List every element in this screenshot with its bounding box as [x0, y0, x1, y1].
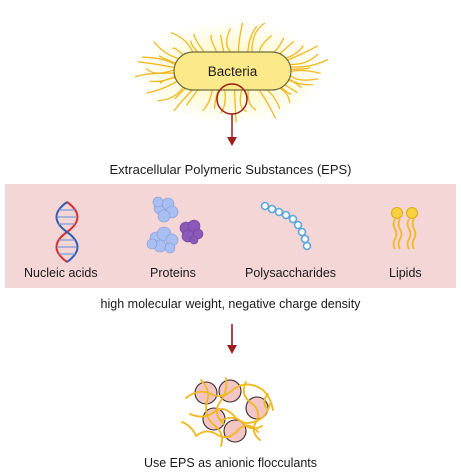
properties-text: high molecular weight, negative charge d… — [100, 297, 361, 311]
filament — [251, 22, 266, 54]
proteins-icon — [146, 196, 204, 254]
bacteria-illustration — [134, 20, 329, 146]
application-text: Use EPS as anionic flocculants — [143, 456, 317, 470]
filament — [225, 28, 232, 53]
arrow-head-2 — [227, 345, 237, 354]
filament — [247, 25, 258, 54]
filament — [137, 61, 176, 69]
filament — [210, 34, 218, 54]
eps-title: Extracellular Polymeric Substances (EPS) — [109, 162, 352, 177]
component-label-nucleic-acids: Nucleic acids — [24, 266, 98, 280]
flocculant-illustration — [181, 324, 274, 447]
filament — [289, 67, 310, 70]
bacteria-label: Bacteria — [207, 64, 258, 79]
components-icons — [55, 196, 418, 263]
floc-polymer-chains — [181, 377, 274, 447]
bacteria-cell — [173, 51, 292, 91]
filament — [220, 34, 225, 53]
filament — [141, 56, 178, 67]
lipids-icon — [391, 207, 418, 250]
filament — [145, 67, 175, 74]
arrow-head-1 — [227, 137, 237, 146]
component-label-polysaccharides: Polysaccharides — [245, 266, 337, 280]
filament — [287, 58, 329, 68]
filament — [247, 88, 257, 111]
filament — [134, 72, 176, 78]
dna-icon — [55, 201, 79, 263]
filament — [233, 89, 237, 123]
filament — [202, 88, 213, 112]
filament — [237, 22, 244, 53]
component-label-lipids: Lipids — [389, 266, 422, 280]
filament — [149, 75, 177, 83]
component-label-proteins: Proteins — [150, 266, 196, 280]
polysaccharide-chain-icon — [260, 201, 312, 251]
eps-components-band — [5, 184, 456, 288]
filament — [239, 89, 247, 112]
